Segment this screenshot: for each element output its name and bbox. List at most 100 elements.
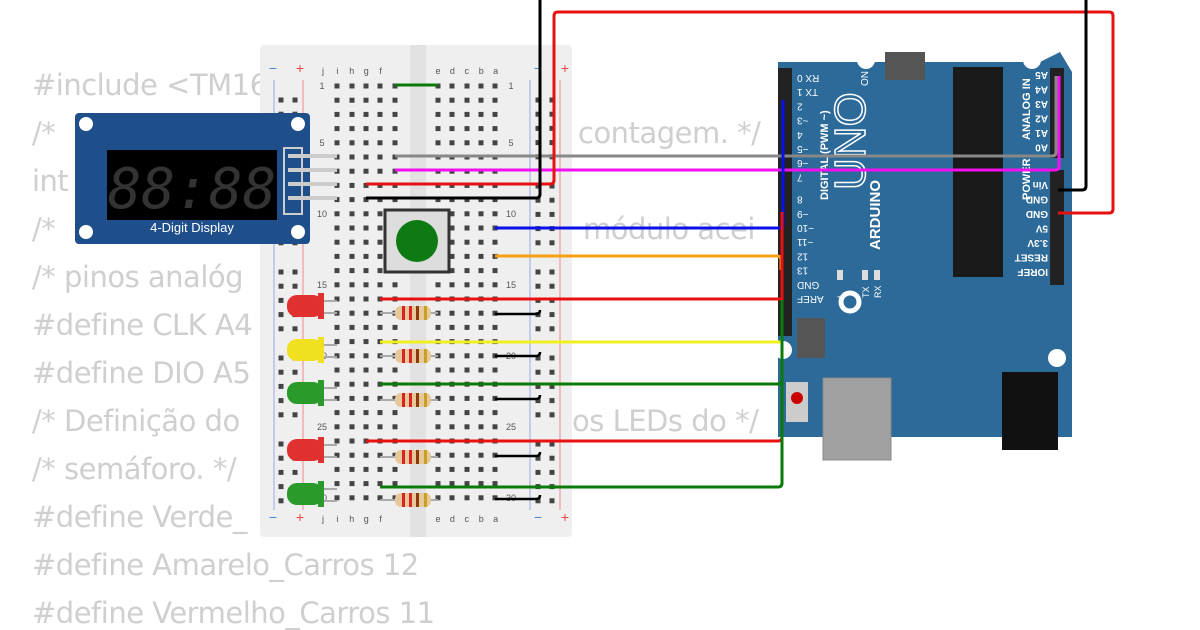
breadboard-hole[interactable]: [492, 481, 498, 487]
rail-hole[interactable]: [549, 197, 555, 203]
rail-hole[interactable]: [292, 269, 298, 275]
breadboard-hole[interactable]: [392, 410, 398, 416]
breadboard-hole[interactable]: [392, 424, 398, 430]
rail-hole[interactable]: [292, 283, 298, 289]
rail-hole[interactable]: [535, 455, 541, 461]
led-green[interactable]: [287, 380, 337, 406]
breadboard-hole[interactable]: [363, 268, 369, 274]
breadboard-hole[interactable]: [363, 168, 369, 174]
breadboard-hole[interactable]: [363, 211, 369, 217]
breadboard-hole[interactable]: [464, 253, 470, 259]
breadboard-hole[interactable]: [492, 367, 498, 373]
breadboard-hole[interactable]: [377, 154, 383, 160]
breadboard-hole[interactable]: [334, 424, 340, 430]
breadboard-hole[interactable]: [492, 410, 498, 416]
breadboard-hole[interactable]: [377, 282, 383, 288]
breadboard-hole[interactable]: [363, 353, 369, 359]
rail-hole[interactable]: [535, 355, 541, 361]
breadboard-hole[interactable]: [449, 111, 455, 117]
wire-gray-clk[interactable]: [395, 76, 1058, 158]
breadboard-hole[interactable]: [464, 481, 470, 487]
breadboard-hole[interactable]: [449, 395, 455, 401]
rail-hole[interactable]: [549, 498, 555, 504]
breadboard-hole[interactable]: [334, 353, 340, 359]
breadboard-hole[interactable]: [392, 324, 398, 330]
resistor[interactable]: [380, 450, 438, 464]
breadboard-hole[interactable]: [478, 310, 484, 316]
breadboard-hole[interactable]: [449, 268, 455, 274]
breadboard-hole[interactable]: [464, 126, 470, 132]
breadboard-hole[interactable]: [478, 495, 484, 501]
breadboard-hole[interactable]: [449, 410, 455, 416]
rail-hole[interactable]: [535, 398, 541, 404]
breadboard-hole[interactable]: [464, 197, 470, 203]
breadboard-hole[interactable]: [349, 353, 355, 359]
led-yellow[interactable]: [287, 337, 337, 363]
breadboard-hole[interactable]: [363, 154, 369, 160]
breadboard-hole[interactable]: [334, 83, 340, 89]
rail-hole[interactable]: [535, 383, 541, 389]
breadboard-hole[interactable]: [363, 381, 369, 387]
push-button[interactable]: [383, 208, 451, 274]
breadboard-hole[interactable]: [363, 140, 369, 146]
rail-hole[interactable]: [549, 240, 555, 246]
breadboard-hole[interactable]: [464, 466, 470, 472]
resistor[interactable]: [380, 349, 438, 363]
breadboard-hole[interactable]: [392, 466, 398, 472]
rail-hole[interactable]: [549, 326, 555, 332]
breadboard-hole[interactable]: [449, 97, 455, 103]
breadboard-hole[interactable]: [492, 268, 498, 274]
breadboard-hole[interactable]: [377, 111, 383, 117]
breadboard-hole[interactable]: [363, 495, 369, 501]
breadboard-hole[interactable]: [334, 225, 340, 231]
rail-hole[interactable]: [278, 369, 284, 375]
rail-hole[interactable]: [549, 312, 555, 318]
breadboard-hole[interactable]: [464, 424, 470, 430]
breadboard-hole[interactable]: [334, 239, 340, 245]
breadboard-hole[interactable]: [334, 111, 340, 117]
breadboard-hole[interactable]: [363, 310, 369, 316]
breadboard-hole[interactable]: [478, 126, 484, 132]
breadboard-hole[interactable]: [449, 239, 455, 245]
led-red[interactable]: [287, 293, 337, 319]
breadboard-hole[interactable]: [492, 197, 498, 203]
rail-hole[interactable]: [278, 412, 284, 418]
rail-hole[interactable]: [278, 355, 284, 361]
breadboard-hole[interactable]: [349, 154, 355, 160]
wire-red-5v[interactable]: [552, 10, 1115, 215]
rail-hole[interactable]: [549, 97, 555, 103]
breadboard-hole[interactable]: [435, 466, 441, 472]
rail-hole[interactable]: [278, 97, 284, 103]
breadboard-hole[interactable]: [363, 410, 369, 416]
breadboard-hole[interactable]: [478, 410, 484, 416]
breadboard-hole[interactable]: [478, 239, 484, 245]
breadboard-hole[interactable]: [349, 182, 355, 188]
resistor[interactable]: [380, 393, 438, 407]
breadboard-hole[interactable]: [392, 395, 398, 401]
breadboard-hole[interactable]: [334, 140, 340, 146]
breadboard-hole[interactable]: [377, 466, 383, 472]
breadboard-hole[interactable]: [392, 97, 398, 103]
breadboard-hole[interactable]: [435, 452, 441, 458]
rail-hole[interactable]: [535, 369, 541, 375]
breadboard-hole[interactable]: [435, 97, 441, 103]
breadboard-hole[interactable]: [449, 253, 455, 259]
breadboard-hole[interactable]: [478, 111, 484, 117]
breadboard-hole[interactable]: [377, 268, 383, 274]
rail-hole[interactable]: [549, 211, 555, 217]
breadboard-hole[interactable]: [464, 495, 470, 501]
rail-hole[interactable]: [549, 355, 555, 361]
breadboard-hole[interactable]: [363, 197, 369, 203]
breadboard-hole[interactable]: [392, 481, 398, 487]
breadboard-hole[interactable]: [478, 97, 484, 103]
led-green[interactable]: [287, 481, 337, 507]
breadboard-hole[interactable]: [492, 424, 498, 430]
breadboard-hole[interactable]: [349, 253, 355, 259]
breadboard-hole[interactable]: [478, 83, 484, 89]
breadboard-hole[interactable]: [478, 424, 484, 430]
breadboard-hole[interactable]: [464, 395, 470, 401]
rail-hole[interactable]: [549, 111, 555, 117]
breadboard-hole[interactable]: [363, 296, 369, 302]
breadboard-hole[interactable]: [478, 282, 484, 288]
breadboard-hole[interactable]: [349, 466, 355, 472]
